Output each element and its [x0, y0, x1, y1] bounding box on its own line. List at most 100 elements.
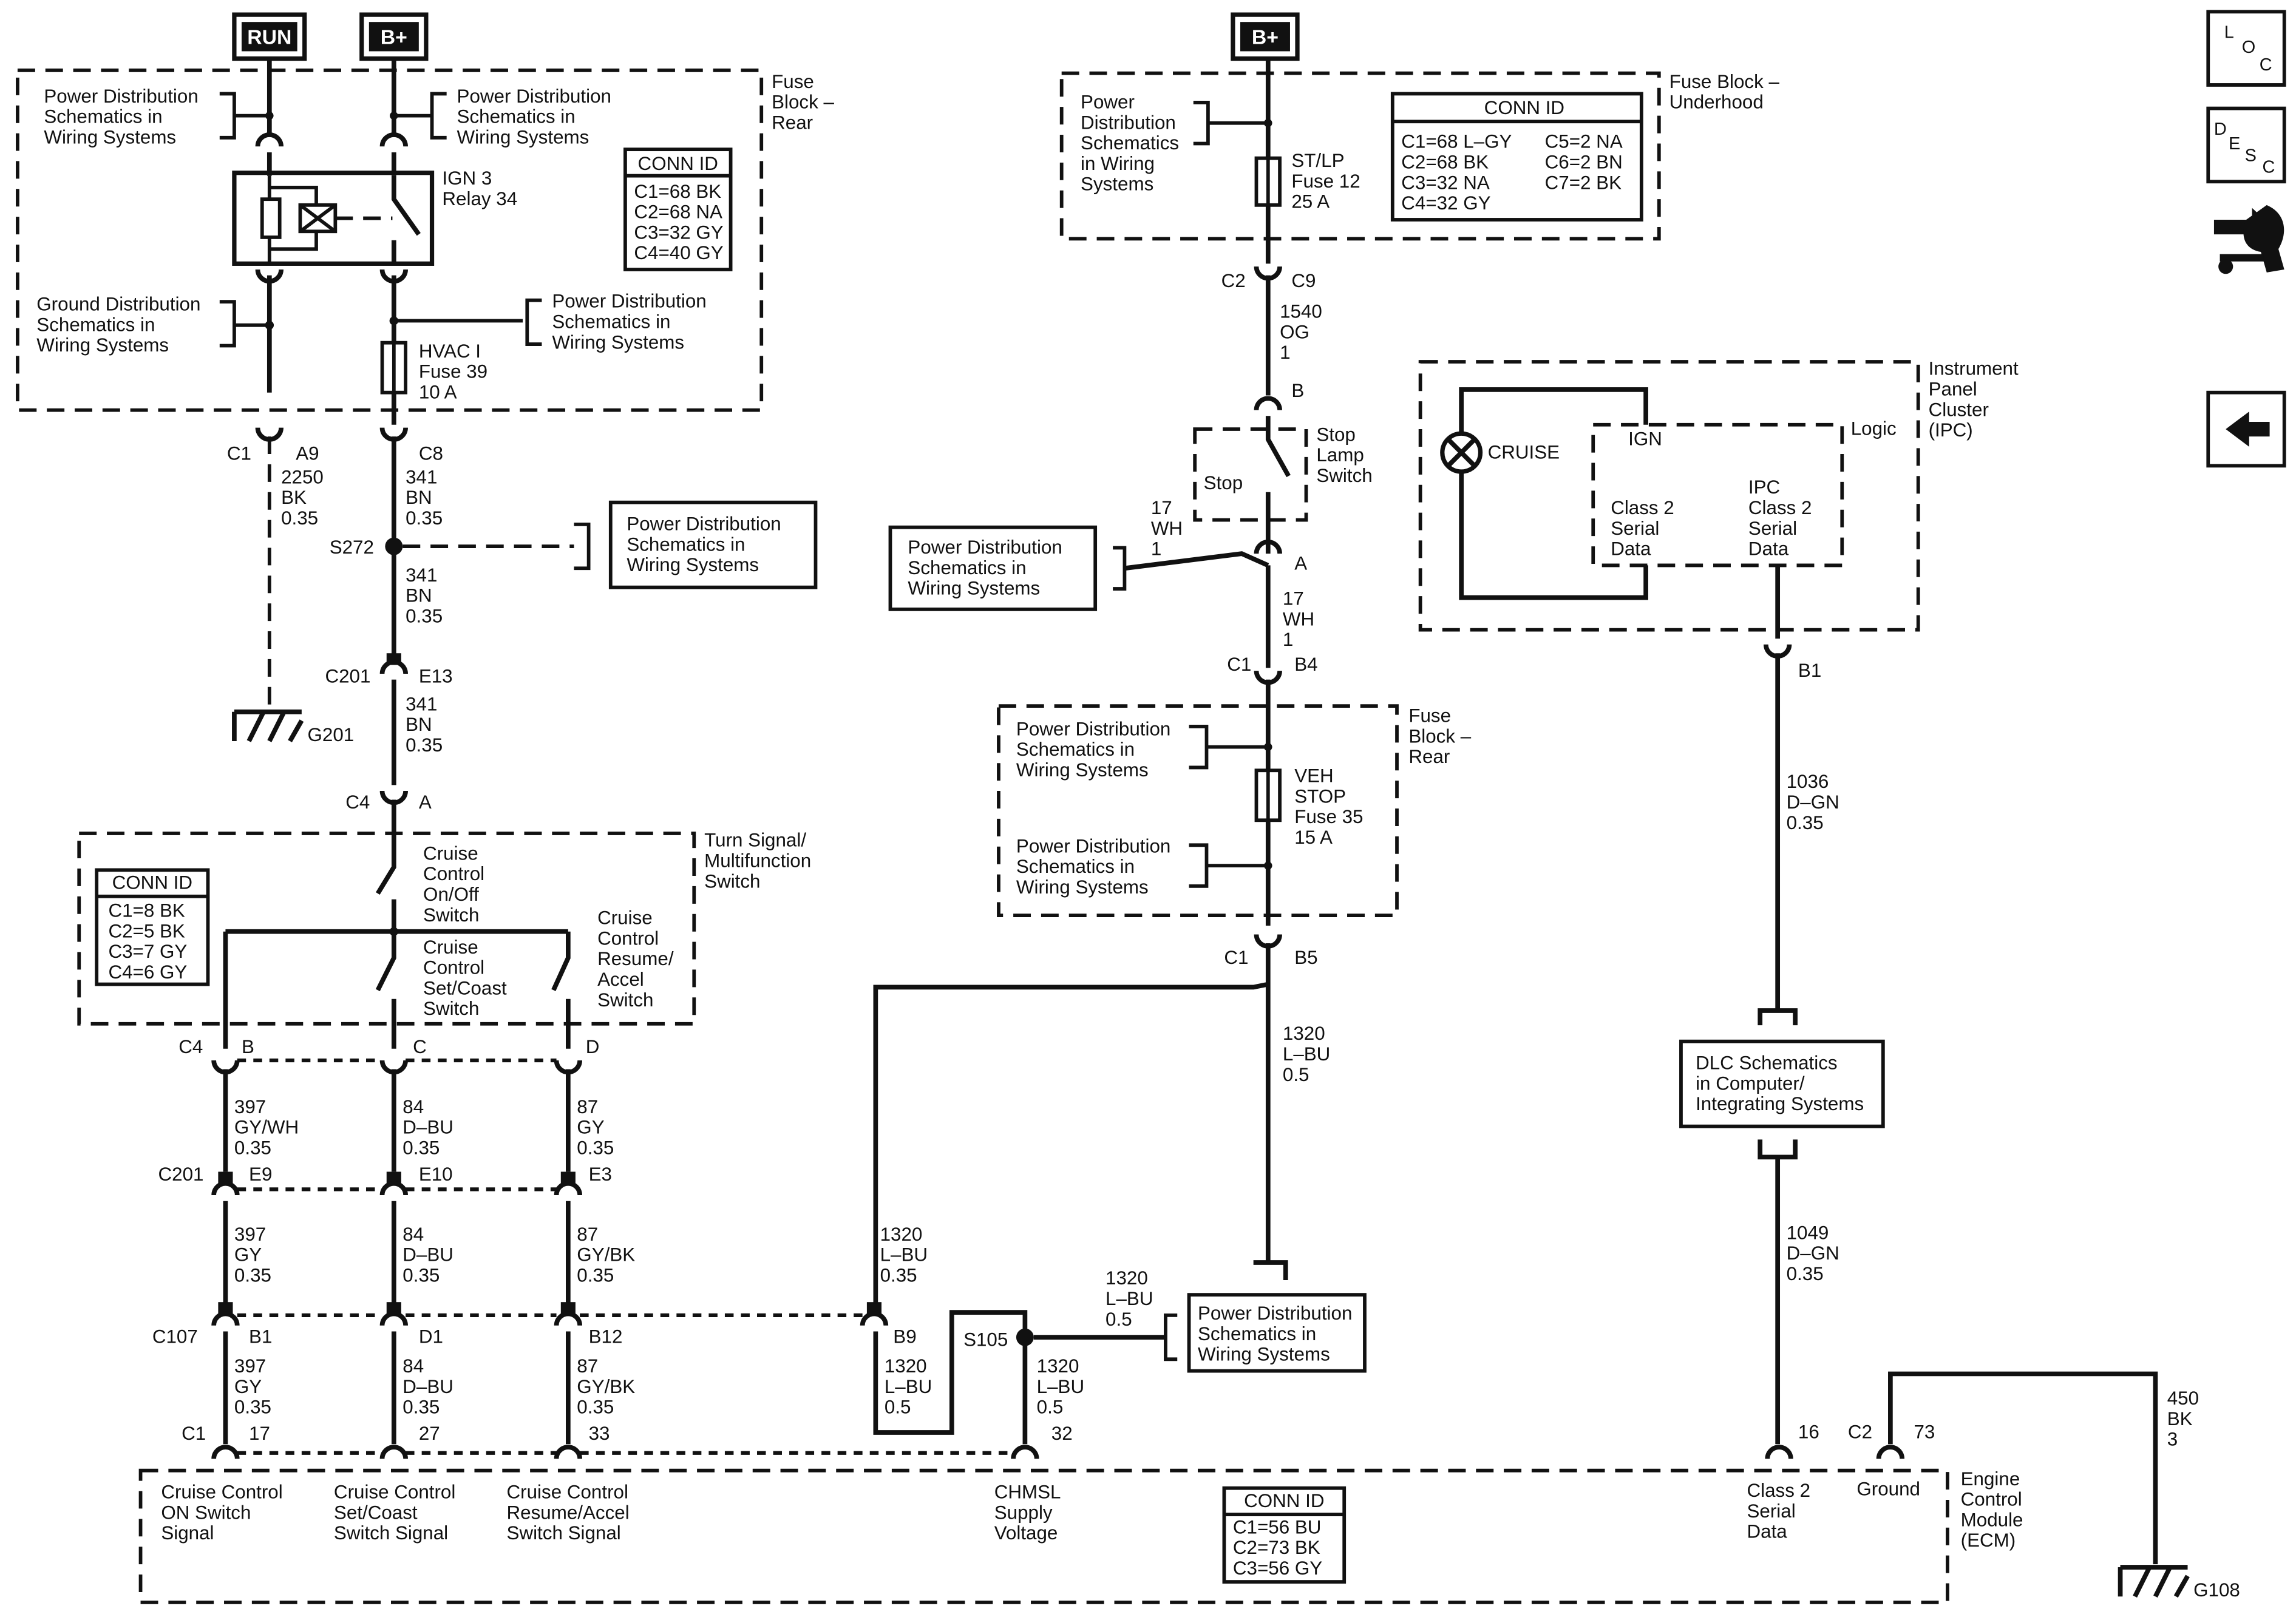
w84c-1: 84	[402, 1355, 424, 1377]
dlc-1: DLC Schematics	[1696, 1053, 1837, 1074]
fuse-block-rear-boundary	[16, 68, 764, 412]
svg-text:C3=32 NA: C3=32 NA	[1401, 172, 1490, 193]
svg-text:C1=8 BK: C1=8 BK	[108, 900, 185, 921]
conn-ecm-16: 16	[1798, 1422, 1819, 1443]
ipc-cruise: CRUISE	[1488, 441, 1560, 463]
w87a-2: GY	[577, 1117, 604, 1138]
w87c-1: 87	[577, 1355, 598, 1377]
wiring-tool-icon[interactable]	[2213, 205, 2284, 274]
ipc-ipc-class2-2: Class 2	[1748, 497, 1812, 518]
cruise-lamp-icon	[1440, 431, 1483, 474]
wire-2250-size: 0.35	[281, 507, 318, 529]
ground-g201: G201	[308, 724, 355, 745]
w397a-1: 397	[234, 1096, 266, 1117]
conn-id-table-fuse-block-rear: CONN ID C1=68 BK C2=68 NA C3=32 GY C4=40…	[623, 147, 733, 271]
w84b-1: 84	[402, 1224, 424, 1245]
ipc-label-1: Instrument	[1929, 358, 2019, 379]
svg-text:O: O	[2242, 38, 2256, 57]
w84a-2: D–BU	[402, 1117, 453, 1138]
conn-c107-row: C107	[152, 1326, 198, 1348]
conn-c201: C201	[325, 665, 370, 686]
turn-switch-label-1: Turn Signal/	[704, 830, 806, 851]
stop-switch-label-2: Lamp	[1316, 444, 1364, 466]
w450-1: 450	[2167, 1388, 2199, 1409]
pd-compact-5: Systems	[1081, 174, 1153, 195]
w397b-1: 397	[234, 1224, 266, 1245]
svg-text:CONN ID: CONN ID	[638, 153, 718, 174]
ecm-pin-class2-2: Serial	[1747, 1500, 1796, 1522]
w1320d-1: 1320	[1106, 1267, 1148, 1289]
loc-icon[interactable]: L O C	[2206, 10, 2286, 87]
w397b-2: GY	[234, 1244, 262, 1266]
ecm-pin-class2-3: Data	[1747, 1521, 1788, 1542]
svg-text:C1=68 L–GY: C1=68 L–GY	[1401, 131, 1512, 152]
w1049-3: 0.35	[1787, 1263, 1824, 1284]
ecm-pin-resume-3: Switch Signal	[507, 1522, 621, 1544]
w84a-1: 84	[402, 1096, 424, 1117]
fb-rear2-label-1: Fuse	[1408, 705, 1451, 727]
wire-341a-color: BN	[406, 487, 432, 508]
setcoast-label-3: Set/Coast	[423, 977, 507, 998]
ecm-label-2: Control	[1961, 1489, 2022, 1510]
pd-rear2b-2: Schematics in	[1016, 856, 1135, 877]
splice-s272	[385, 537, 403, 555]
pd-label-fb-3: Wiring Systems	[552, 331, 684, 353]
svg-text:E: E	[2229, 134, 2240, 154]
conn-e13: E13	[419, 665, 453, 686]
desc-icon[interactable]: D E S C	[2206, 106, 2286, 184]
stop-switch-label-3: Switch	[1316, 465, 1372, 486]
conn-c1: C1	[227, 443, 251, 464]
ipc-label-2: Panel	[1929, 379, 1977, 400]
conn-b: B	[1291, 380, 1304, 401]
w1320b-1: 1320	[880, 1224, 923, 1245]
pd-box-s272-1: Power Distribution	[627, 514, 781, 535]
hvac-fuse-label-3: 10 A	[419, 381, 457, 402]
setcoast-label-4: Switch	[423, 998, 479, 1019]
pd-label-tl-2: Schematics in	[44, 106, 162, 127]
svg-text:C3=7 GY: C3=7 GY	[108, 941, 187, 962]
conn-id-table-ecm: CONN ID C1=56 BU C2=73 BK C3=56 GY	[1222, 1486, 1347, 1584]
w1320d-3: 0.5	[1106, 1309, 1132, 1330]
underhood-label-2: Underhood	[1669, 92, 1764, 113]
w87c-2: GY/BK	[577, 1376, 635, 1397]
ipc-label-4: (IPC)	[1929, 419, 1973, 441]
ecm-pin-resume-1: Cruise Control	[507, 1482, 628, 1503]
svg-text:C2=68 BK: C2=68 BK	[1401, 151, 1489, 172]
conn-c1-b4-b4: B4	[1294, 654, 1317, 675]
w397c-2: GY	[234, 1376, 262, 1397]
pd-box-s105-2: Schematics in	[1198, 1323, 1316, 1344]
svg-text:L: L	[2224, 23, 2234, 42]
svg-text:B+: B+	[1252, 25, 1279, 49]
pd-box-stop-2: Schematics in	[908, 557, 1026, 578]
back-arrow-icon[interactable]	[2206, 390, 2286, 468]
w1320a-1: 1320	[1283, 1023, 1325, 1044]
conn-c1-27: 27	[419, 1423, 440, 1444]
pd-rear2a-3: Wiring Systems	[1016, 759, 1149, 781]
ecm-pin-setcoast-3: Switch Signal	[334, 1522, 448, 1544]
conn-c201-row: C201	[158, 1164, 203, 1185]
w397c-1: 397	[234, 1355, 266, 1377]
conn-id-table-turn-switch: CONN ID C1=8 BK C2=5 BK C3=7 GY C4=6 GY	[95, 868, 210, 986]
pd-rear2a-2: Schematics in	[1016, 739, 1135, 760]
w450-2: BK	[2167, 1408, 2193, 1429]
pd-box-s105-1: Power Distribution	[1198, 1303, 1352, 1324]
conn-a: A	[419, 792, 432, 813]
ecm-pin-onsw-1: Cruise Control	[161, 1482, 282, 1503]
svg-text:S: S	[2245, 146, 2257, 165]
ipc-logic: Logic	[1851, 418, 1897, 439]
fuse-block-rear2-boundary	[997, 704, 1399, 918]
relay-label-1: IGN 3	[442, 168, 492, 189]
ground-dist-label-2: Schematics in	[36, 314, 155, 335]
resume-label-2: Control	[597, 927, 659, 949]
svg-text:C1=56 BU: C1=56 BU	[1233, 1516, 1322, 1537]
fuse-block-rear-label-3: Rear	[772, 112, 813, 133]
conn-c4: C4	[345, 792, 370, 813]
conn-c107-b1: B1	[249, 1326, 272, 1348]
w1049-1: 1049	[1787, 1222, 1829, 1243]
run-header: RUN	[232, 12, 307, 61]
ecm-pin-resume-2: Resume/Accel	[507, 1502, 630, 1523]
ecm-label-3: Module	[1961, 1509, 2023, 1530]
pd-label-tr-1: Power Distribution	[457, 86, 611, 107]
dlc-3: Integrating Systems	[1696, 1093, 1864, 1114]
svg-text:C6=2 BN: C6=2 BN	[1545, 151, 1623, 172]
